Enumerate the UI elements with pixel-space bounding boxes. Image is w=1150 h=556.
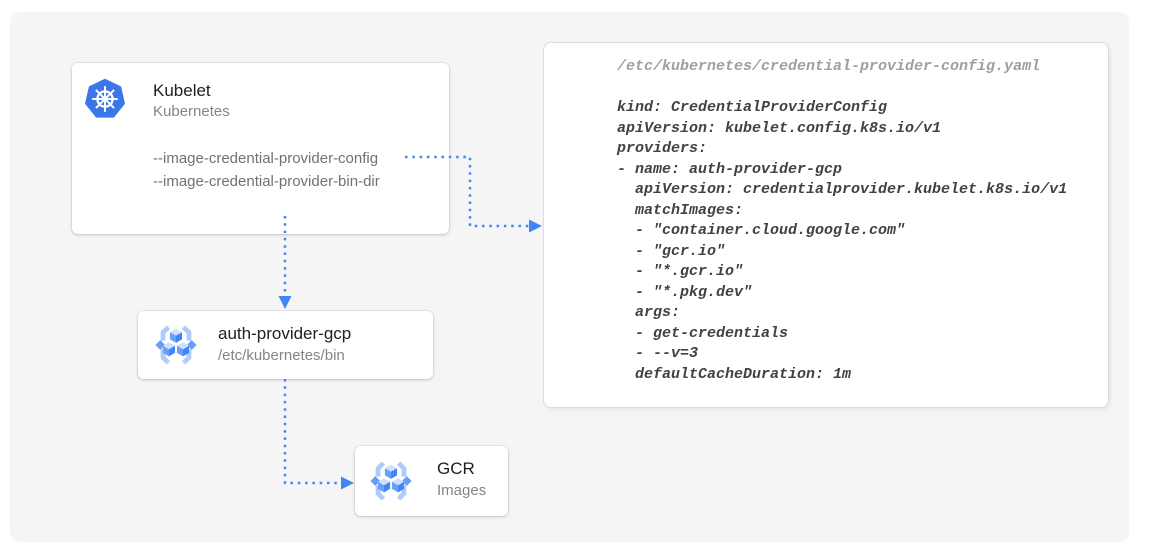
gcr-card: GCR Images bbox=[355, 446, 508, 516]
container-registry-icon bbox=[365, 455, 417, 507]
auth-provider-card-title: auth-provider-gcp bbox=[218, 324, 352, 343]
config-yaml-code: kind: CredentialProviderConfig apiVersio… bbox=[617, 99, 1068, 383]
gcr-card-subtitle: Images bbox=[437, 482, 487, 499]
gcr-card-title: GCR bbox=[437, 459, 475, 478]
kubelet-flags: --image-credential-provider-config --ima… bbox=[153, 147, 380, 193]
container-registry-icon bbox=[150, 319, 202, 371]
credential-provider-config-panel: /etc/kubernetes/credential-provider-conf… bbox=[543, 42, 1109, 408]
kubelet-card-subtitle: Kubernetes bbox=[153, 103, 230, 120]
config-file-path: /etc/kubernetes/credential-provider-conf… bbox=[617, 58, 1041, 75]
flag-image-credential-provider-config: --image-credential-provider-config bbox=[153, 150, 379, 167]
flag-image-credential-provider-bin-dir: --image-credential-provider-bin-dir bbox=[153, 173, 380, 190]
kubelet-card: Kubelet Kubernetes --image-credential-pr… bbox=[72, 63, 449, 234]
kubernetes-icon bbox=[83, 77, 127, 121]
auth-provider-gcp-card: auth-provider-gcp /etc/kubernetes/bin bbox=[138, 311, 433, 379]
auth-provider-card-subtitle: /etc/kubernetes/bin bbox=[218, 347, 345, 364]
kubelet-card-title: Kubelet bbox=[153, 81, 211, 100]
